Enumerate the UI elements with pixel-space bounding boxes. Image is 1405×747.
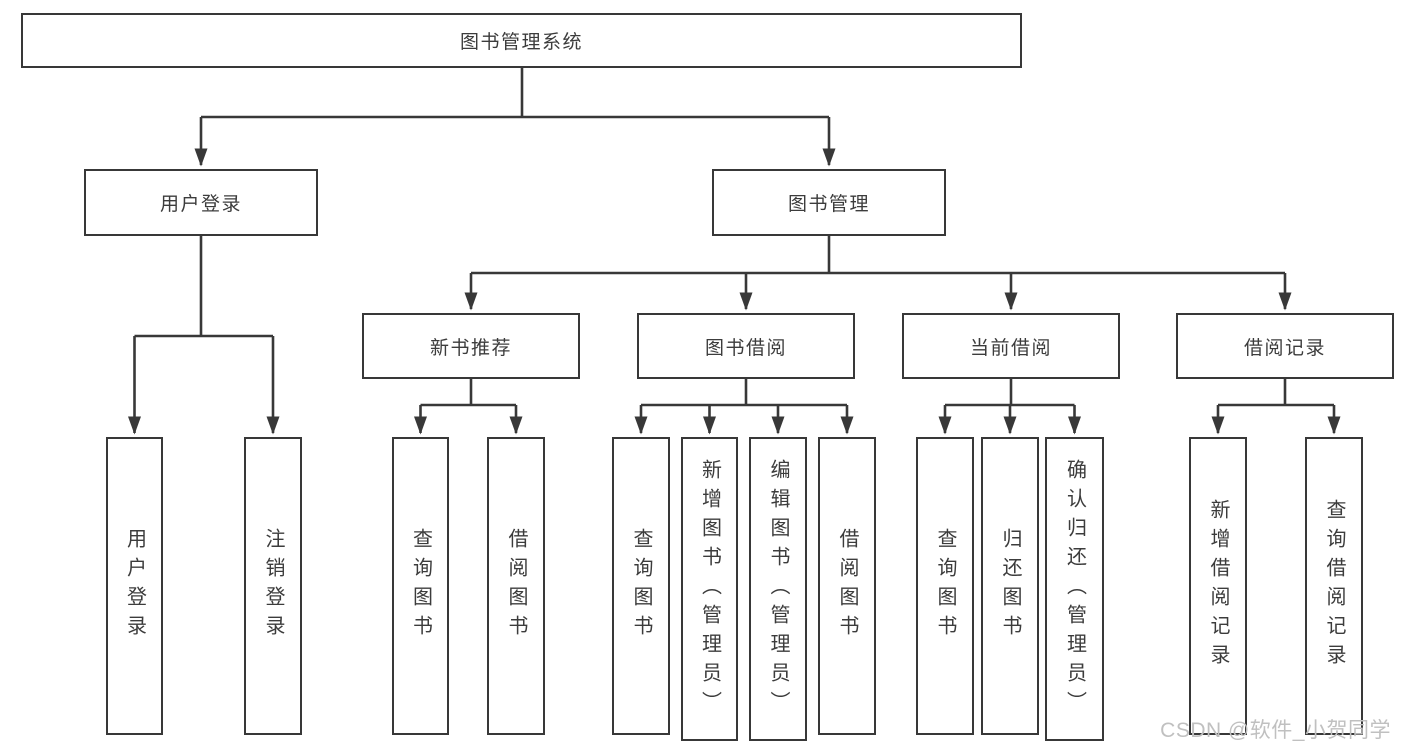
leaf-borrow-books-newbooks: 借阅图书 <box>487 437 545 735</box>
csdn-watermark: CSDN @软件_小贺同学 <box>1160 719 1391 742</box>
leaf-add-borrow-record: 新增借阅记录 <box>1189 437 1247 735</box>
leaf-edit-books-admin: 编辑图书（管理员） <box>749 437 807 741</box>
node-borrow-records: 借阅记录 <box>1176 313 1394 379</box>
leaf-query-books-newbooks: 查询图书 <box>392 437 449 735</box>
leaf-query-books-bookborrow: 查询图书 <box>612 437 670 735</box>
leaf-confirm-return-admin: 确认归还（管理员） <box>1045 437 1104 741</box>
node-library-management-system: 图书管理系统 <box>21 13 1022 68</box>
leaf-return-books: 归还图书 <box>981 437 1039 735</box>
leaf-add-books-admin: 新增图书（管理员） <box>681 437 738 741</box>
node-book-borrow: 图书借阅 <box>637 313 855 379</box>
node-book-management: 图书管理 <box>712 169 946 236</box>
node-new-book-recommend: 新书推荐 <box>362 313 580 379</box>
leaf-logout: 注销登录 <box>244 437 302 735</box>
node-user-login: 用户登录 <box>84 169 318 236</box>
leaf-query-borrow-record: 查询借阅记录 <box>1305 437 1363 735</box>
node-current-borrow: 当前借阅 <box>902 313 1120 379</box>
leaf-query-books-currentborrow: 查询图书 <box>916 437 974 735</box>
leaf-borrow-books-bookborrow: 借阅图书 <box>818 437 876 735</box>
leaf-user-login: 用户登录 <box>106 437 163 735</box>
